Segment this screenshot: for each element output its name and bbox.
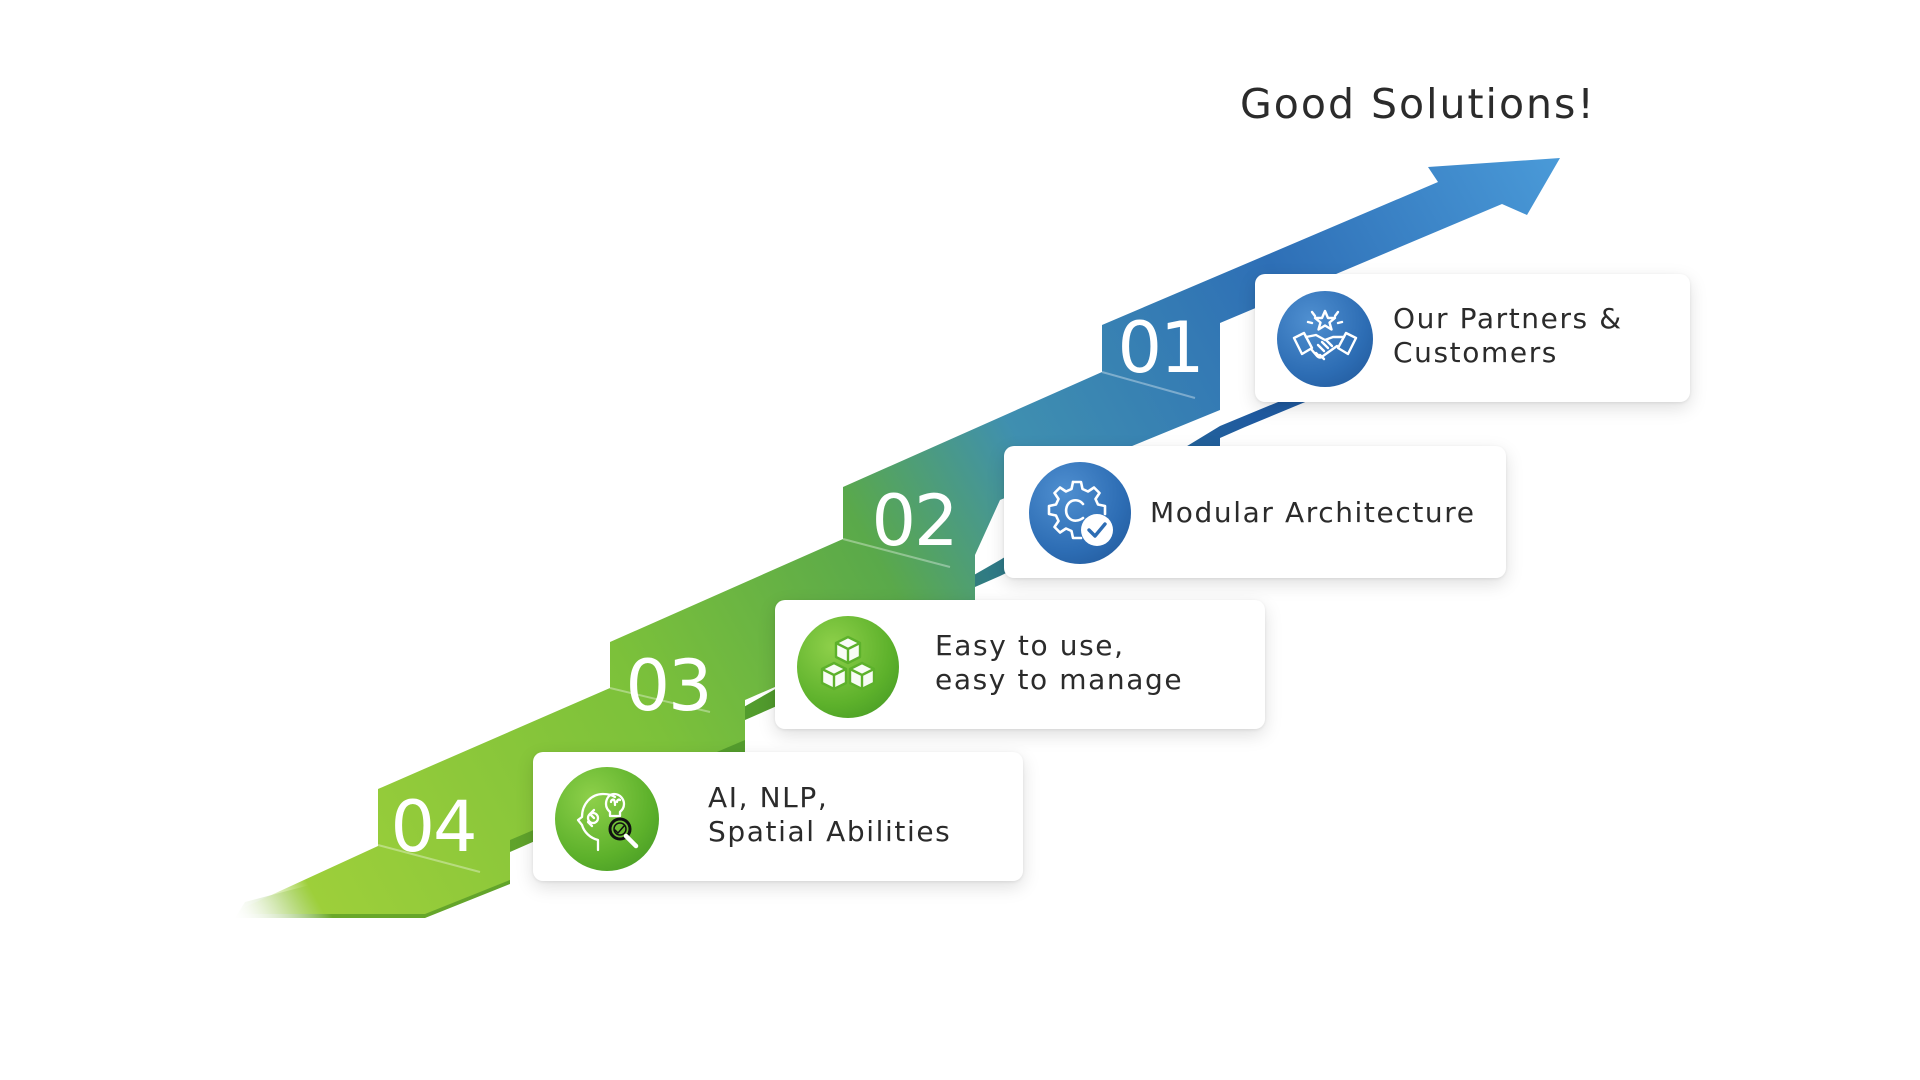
card-ai-nlp[interactable]: AI, NLP, Spatial Abilities bbox=[533, 752, 1023, 881]
card-easy-to-use-text: Easy to use, easy to manage bbox=[935, 629, 1183, 696]
card-easy-to-use[interactable]: Easy to use, easy to manage bbox=[775, 600, 1265, 729]
card-modular-architecture-text: Modular Architecture bbox=[1150, 496, 1476, 530]
page-title: Good Solutions! bbox=[1240, 80, 1596, 128]
step-riser-01 bbox=[1101, 371, 1196, 399]
step-riser-04 bbox=[377, 844, 481, 873]
step-number-04: 04 bbox=[390, 786, 477, 868]
card-02-line-1: Modular Architecture bbox=[1150, 496, 1476, 529]
gear-check-icon bbox=[1029, 462, 1131, 564]
handshake-star-icon bbox=[1277, 291, 1373, 387]
step-riser-03 bbox=[609, 687, 711, 713]
card-ai-nlp-text: AI, NLP, Spatial Abilities bbox=[708, 781, 951, 848]
card-modular-architecture[interactable]: Modular Architecture bbox=[1004, 446, 1506, 578]
staircase-top bbox=[230, 158, 1560, 914]
card-04-line-1: AI, NLP, bbox=[708, 781, 829, 814]
head-bulb-magnifier-icon bbox=[555, 767, 659, 871]
card-partners-customers[interactable]: Our Partners & Customers bbox=[1255, 274, 1690, 402]
card-03-line-2: easy to manage bbox=[935, 662, 1184, 696]
cubes-icon bbox=[797, 616, 899, 718]
card-partners-customers-text: Our Partners & Customers bbox=[1393, 302, 1623, 369]
card-03-line-1: Easy to use, bbox=[935, 629, 1125, 662]
step-number-01: 01 bbox=[1117, 307, 1204, 389]
card-01-line-1: Our Partners & bbox=[1393, 302, 1623, 335]
step-number-03: 03 bbox=[625, 645, 712, 727]
step-riser-02 bbox=[842, 538, 951, 568]
card-04-line-2: Spatial Abilities bbox=[708, 814, 952, 848]
card-01-line-2: Customers bbox=[1393, 335, 1558, 369]
step-number-02: 02 bbox=[871, 480, 958, 562]
